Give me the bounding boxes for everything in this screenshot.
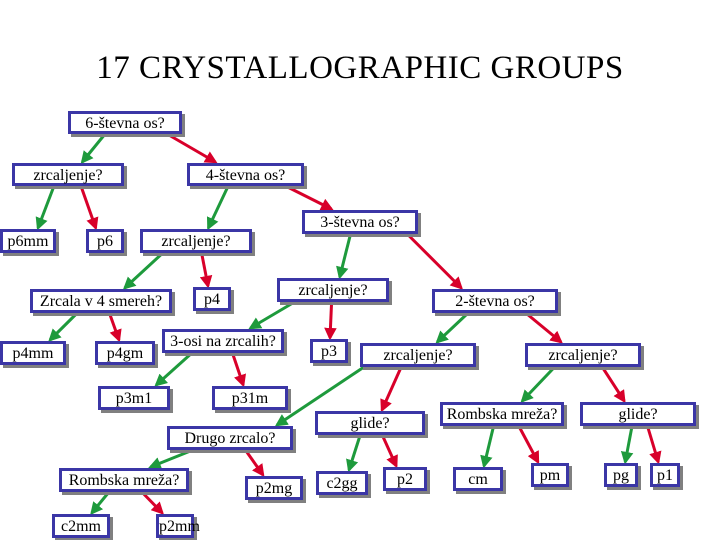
edge-nOtherMirror-to-p2mg bbox=[244, 449, 265, 478]
edge-n6fold-to-n4fold bbox=[166, 132, 218, 164]
leaf-p31m: p31m bbox=[212, 386, 288, 410]
edge-nMirrors45-to-p4mm bbox=[48, 311, 79, 342]
leaf-p2: p2 bbox=[383, 467, 427, 491]
edge-nGlide2-to-pg bbox=[620, 425, 634, 465]
leaf-p4gm: p4gm bbox=[95, 341, 155, 365]
edge-nRhombic1-to-pm bbox=[517, 425, 540, 465]
edge-nOtherMirror-to-nRhombic2 bbox=[148, 448, 194, 470]
node-rhombic-lattice-1: Rombska mreža? bbox=[440, 402, 564, 426]
node-rhombic-lattice-2: Rombska mreža? bbox=[59, 468, 189, 492]
leaf-c2mm: c2mm bbox=[52, 514, 110, 538]
node-other-mirror: Drugo zrcalo? bbox=[167, 426, 293, 450]
edge-n3axesOnMirrors-to-p3m1 bbox=[154, 351, 193, 387]
node-mirror-2: zrcaljenje? bbox=[140, 229, 252, 253]
edge-nMirror2-to-p4 bbox=[199, 252, 213, 289]
edge-nRhombic2-to-c2mm bbox=[90, 491, 111, 515]
leaf-p4mm: p4mm bbox=[0, 341, 66, 365]
node-4-fold-axis: 4-števna os? bbox=[187, 163, 304, 186]
node-mirror-4: zrcaljenje? bbox=[360, 343, 476, 367]
edge-nMirror1-to-p6mm bbox=[35, 185, 56, 231]
leaf-c2gg: c2gg bbox=[316, 471, 368, 495]
edge-nGlide1-to-c2gg bbox=[346, 434, 362, 473]
edge-nMirror4-to-nGlide1 bbox=[380, 366, 403, 413]
node-glide-2: glide? bbox=[580, 402, 696, 426]
leaf-cm: cm bbox=[453, 467, 503, 491]
leaf-pg: pg bbox=[604, 463, 638, 487]
edge-nMirror5-to-nGlide2 bbox=[600, 366, 626, 404]
node-mirrors-4-directions: Zrcala v 4 smereh? bbox=[30, 289, 172, 313]
edge-nMirror2-to-nMirrors45 bbox=[122, 251, 164, 290]
edge-nRhombic2-to-p2mm bbox=[140, 490, 165, 515]
leaf-p6mm: p6mm bbox=[0, 229, 56, 253]
edge-n4fold-to-nMirror2 bbox=[206, 185, 230, 231]
leaf-pm: pm bbox=[531, 463, 569, 487]
node-mirror-3: zrcaljenje? bbox=[277, 278, 389, 302]
edge-n3axesOnMirrors-to-p31m bbox=[231, 352, 246, 388]
edge-n3fold-to-n2fold bbox=[406, 232, 464, 290]
edge-nMirror5-to-nRhombic1 bbox=[520, 365, 556, 403]
edge-nMirror3-to-n3axesOnMirrors bbox=[248, 300, 296, 330]
leaf-p3m1: p3m1 bbox=[98, 386, 170, 410]
leaf-p6: p6 bbox=[86, 229, 124, 253]
leaf-p2mm: p2mm bbox=[156, 514, 200, 538]
edge-nMirror3-to-p3 bbox=[324, 301, 337, 341]
node-3-axes-on-mirrors: 3-osi na zrcalih? bbox=[162, 329, 284, 353]
edge-n6fold-to-nMirror1 bbox=[80, 133, 107, 164]
leaf-p3: p3 bbox=[310, 339, 348, 363]
edge-n2fold-to-nMirror5 bbox=[524, 311, 563, 344]
edge-n3fold-to-nMirror3 bbox=[336, 233, 353, 280]
edge-n2fold-to-nMirror4 bbox=[435, 311, 470, 344]
node-3-fold-axis: 3-števna os? bbox=[302, 210, 418, 234]
node-2-fold-axis: 2-števna os? bbox=[432, 289, 558, 313]
edge-nMirror1-to-p6 bbox=[79, 185, 99, 231]
leaf-p2mg: p2mg bbox=[245, 476, 303, 500]
node-glide-1: glide? bbox=[315, 411, 425, 435]
leaf-p4: p4 bbox=[193, 287, 231, 311]
node-6-fold-axis: 6-števna os? bbox=[68, 111, 182, 134]
node-mirror-1: zrcaljenje? bbox=[12, 163, 124, 186]
edge-nMirrors45-to-p4gm bbox=[107, 312, 122, 343]
edge-n4fold-to-n3fold bbox=[284, 184, 334, 211]
node-mirror-5: zrcaljenje? bbox=[525, 343, 641, 367]
edge-nRhombic1-to-cm bbox=[480, 425, 496, 469]
diagram-title: 17 CRYSTALLOGRAPHIC GROUPS bbox=[96, 50, 624, 86]
edge-nGlide1-to-p2 bbox=[380, 434, 398, 469]
leaf-p1: p1 bbox=[650, 463, 680, 487]
edge-nMirror4-to-nOtherMirror bbox=[274, 365, 365, 427]
edge-nGlide2-to-p1 bbox=[646, 425, 662, 465]
